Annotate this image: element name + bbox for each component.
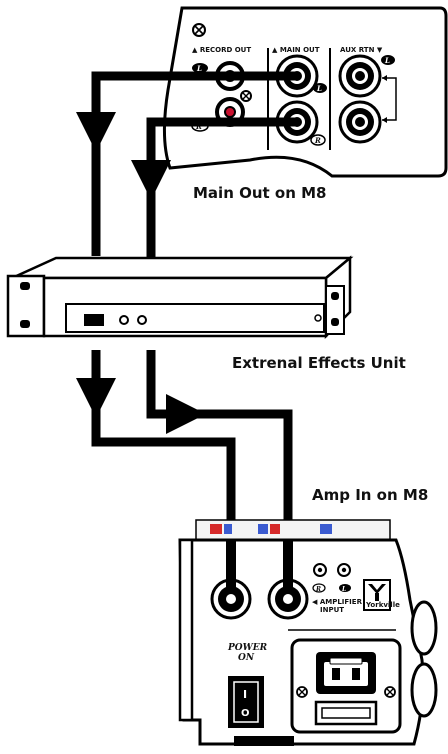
amplifier-input-right-jack[interactable] [267, 578, 309, 620]
foot [234, 736, 294, 746]
rack-mount-hole-icon [20, 282, 30, 290]
cable-main-out-left [91, 71, 297, 256]
screw-icon [384, 686, 396, 698]
rack-mount-hole-icon [331, 292, 339, 300]
power-button[interactable] [314, 314, 322, 322]
svg-text:I: I [243, 688, 247, 701]
rack-top-face [11, 256, 354, 280]
caption-main-out: Main Out on M8 [193, 184, 326, 202]
rack-mount-hole-icon [20, 320, 30, 328]
svg-text:R: R [314, 136, 321, 145]
svg-text:R: R [315, 586, 321, 593]
display-window [84, 314, 104, 326]
iec-power-inlet[interactable] [290, 638, 402, 734]
down-arrow-icon [76, 112, 116, 152]
svg-text:L: L [196, 64, 202, 73]
external-effects-unit [6, 255, 354, 340]
svg-text:L: L [316, 84, 322, 93]
aux-return-left-jack[interactable] [338, 54, 382, 98]
right-channel-badge: R [312, 583, 326, 593]
main-out-label: ▲ MAIN OUT [272, 46, 320, 54]
left-channel-badge: L [339, 584, 351, 593]
amplifier-input-label-line1: ◀ AMPLIFIER [312, 598, 363, 606]
caption-effects-unit: Extrenal Effects Unit [232, 354, 406, 372]
record-out-label: ▲ RECORD OUT [192, 46, 251, 54]
indicator-strip [320, 524, 332, 534]
left-channel-badge: L [192, 63, 208, 73]
svg-text:Yorkville: Yorkville [365, 601, 400, 609]
side-handle [410, 600, 438, 656]
chassis-rail [178, 538, 194, 722]
svg-text:L: L [384, 56, 390, 65]
indicator-strip [270, 524, 280, 534]
knob-icon[interactable] [119, 315, 129, 325]
side-handle [410, 662, 438, 718]
arrow-icon [382, 75, 387, 123]
left-channel-badge: L [381, 55, 395, 65]
down-arrow-icon [76, 378, 116, 418]
front-panel-bezel [65, 303, 325, 333]
down-arrow-icon [131, 160, 171, 200]
indicator-strip [224, 524, 232, 534]
cable-plug-left [226, 540, 236, 590]
amplifier-input-left-jack[interactable] [210, 578, 252, 620]
rack-mount-hole-icon [331, 318, 339, 326]
power-label-line2: ON [238, 653, 255, 663]
knob-icon[interactable] [137, 315, 147, 325]
power-label-line1: POWER [227, 643, 268, 653]
yorkville-logo: Yorkville [363, 579, 400, 611]
m8-mixer-top-panel: ▲ RECORD OUT ▲ MAIN OUT AUX RTN ▼ L R [162, 6, 448, 178]
rack-ear-right [325, 285, 345, 335]
power-switch[interactable]: I O [228, 676, 264, 728]
amplifier-input-label-line2: INPUT [320, 606, 344, 614]
svg-text:O: O [241, 708, 250, 719]
right-channel-badge: R [310, 134, 326, 146]
cable-main-out-right [146, 117, 297, 258]
right-arrow-icon [166, 394, 206, 434]
aux-link-bracket [382, 77, 397, 121]
left-channel-badge: L [313, 83, 327, 93]
cable-plug-right [283, 540, 293, 590]
caption-amp-in: Amp In on M8 [312, 486, 428, 504]
screw-icon [240, 90, 252, 102]
screw-icon [296, 686, 308, 698]
indicator-strip [210, 524, 222, 534]
svg-text:L: L [341, 586, 346, 593]
aux-return-right-jack[interactable] [338, 100, 382, 144]
indicator-strip [258, 524, 268, 534]
m8-amplifier-rear-panel: R L ◀ AMPLIFIER INPUT Yorkville POWER ON… [178, 519, 438, 746]
aux-rtn-label: AUX RTN ▼ [340, 46, 383, 54]
screw-icon [192, 23, 206, 37]
